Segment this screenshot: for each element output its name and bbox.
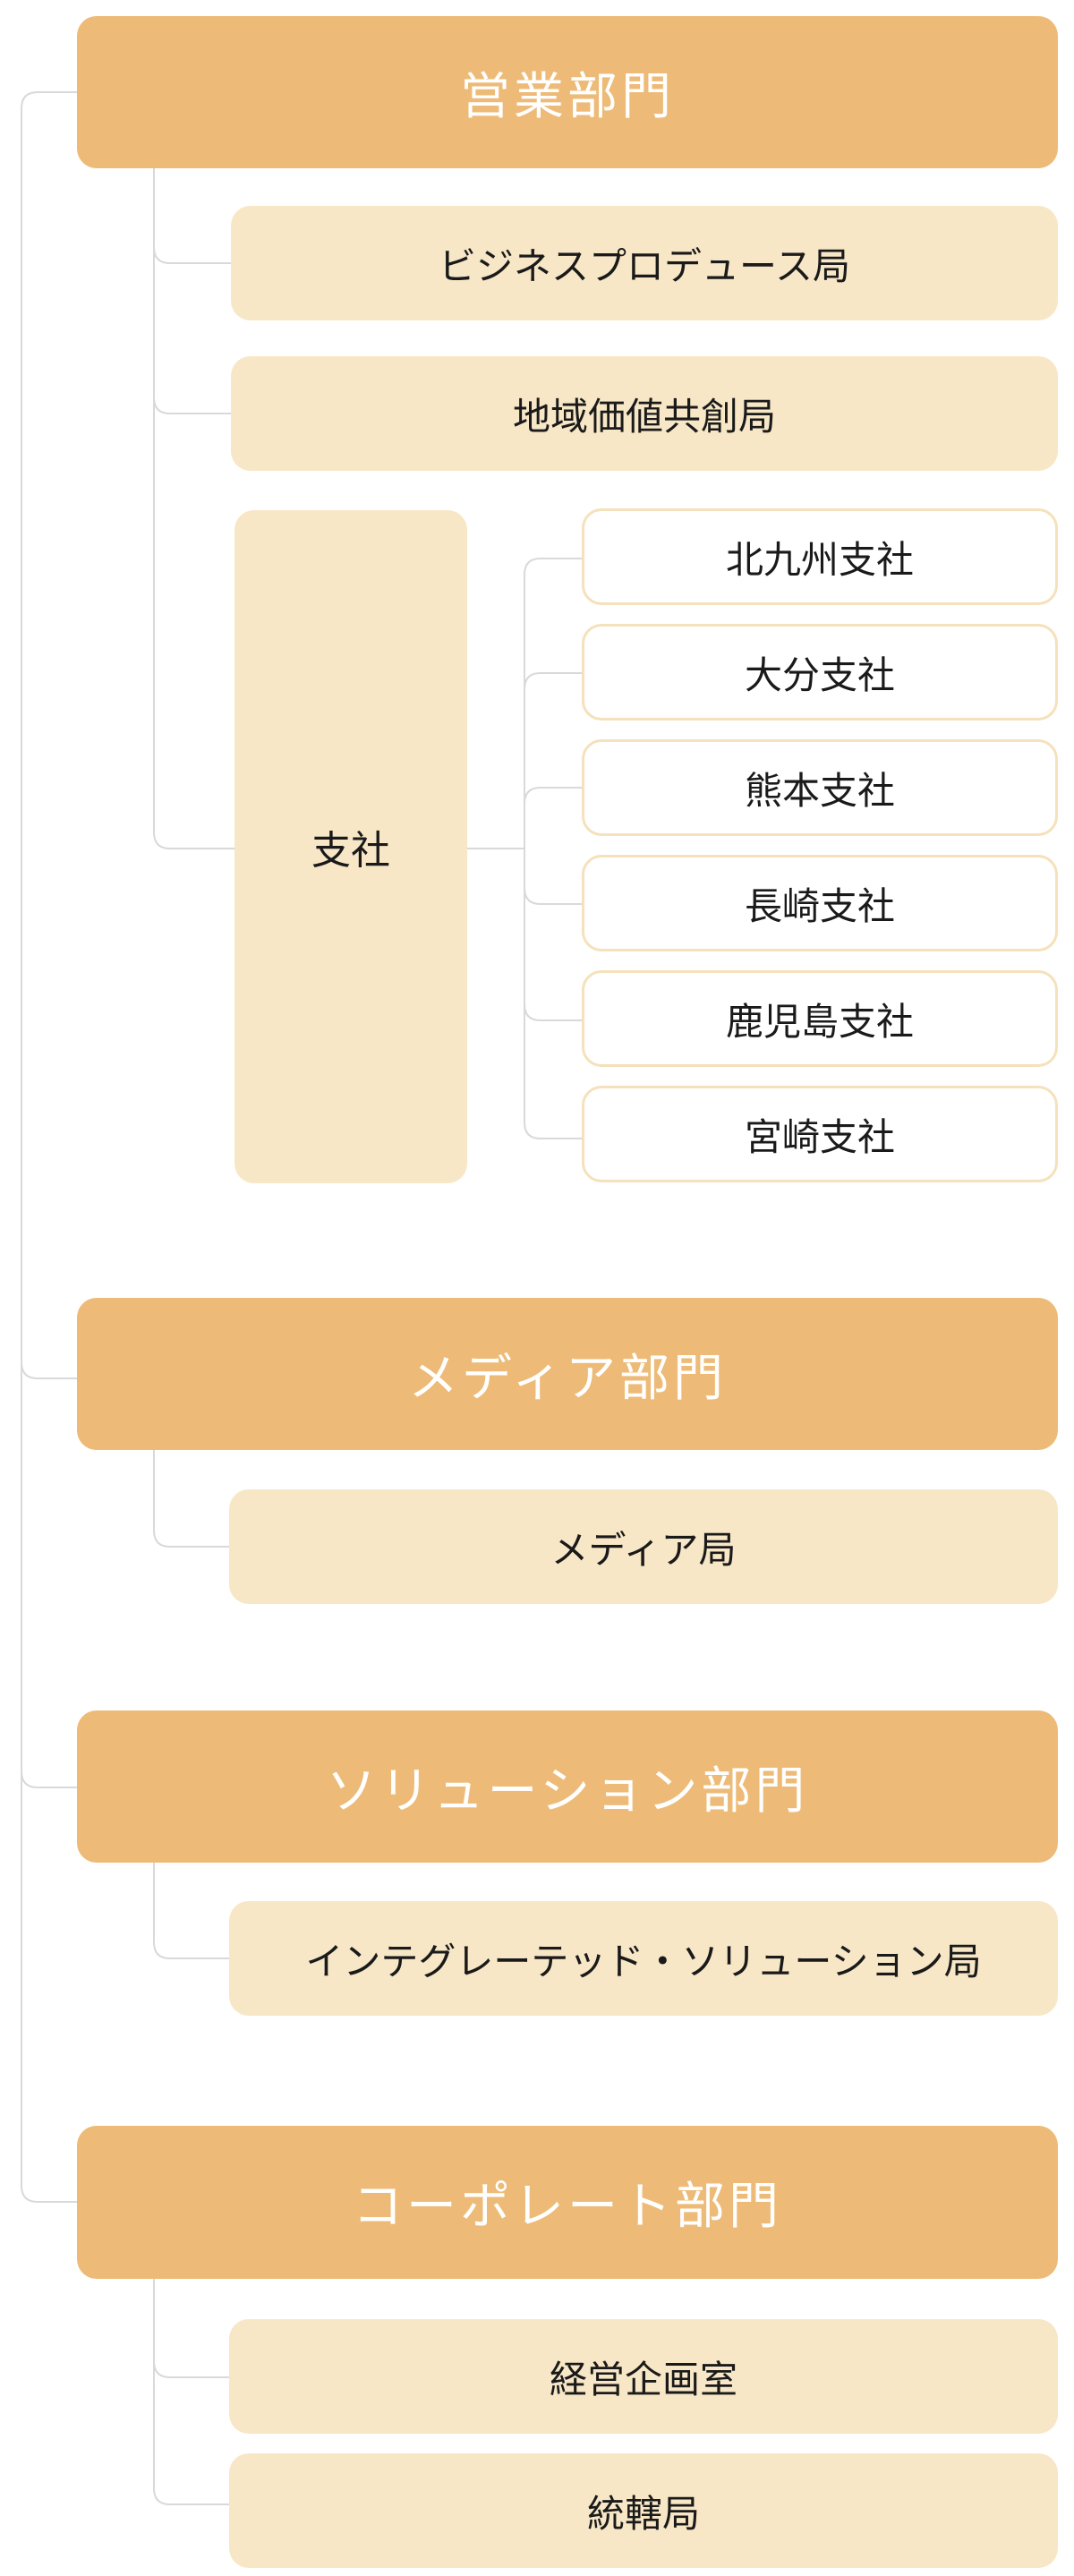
division-solution: ソリューション部門 <box>77 1710 1058 1863</box>
bureau-label: 地域価値共創局 <box>512 394 776 439</box>
branch-label: 長崎支社 <box>744 883 895 928</box>
bureau-box: インテグレーテッド・ソリューション局 <box>229 1901 1058 2016</box>
connector-solution-division <box>21 1770 77 1788</box>
division-corporate: コーポレート部門 <box>77 2126 1058 2279</box>
connector-media-bureau <box>153 1450 229 1548</box>
connector-sales-trunk <box>153 168 234 849</box>
branch-box: 宮崎支社 <box>582 1086 1058 1182</box>
branch-box: 長崎支社 <box>582 855 1058 951</box>
division-media: メディア部門 <box>77 1298 1058 1450</box>
branch-box: 熊本支社 <box>582 739 1058 836</box>
bureau-label: 統轄局 <box>586 2491 700 2536</box>
branch-group-label: 支社 <box>311 828 390 874</box>
branch-label: 大分支社 <box>744 653 895 697</box>
bureau-label: インテグレーテッド・ソリューション局 <box>305 1939 982 1983</box>
connector-main-trunk <box>21 91 77 2203</box>
branch-box: 北九州支社 <box>582 508 1058 605</box>
bureau-label: メディア局 <box>550 1527 737 1572</box>
connector-branch-3 <box>524 787 582 805</box>
bureau-box: 経営企画室 <box>229 2319 1058 2434</box>
branch-group: 支社 <box>234 510 467 1183</box>
division-label: 営業部門 <box>460 67 675 126</box>
branch-label: 鹿児島支社 <box>725 999 914 1044</box>
branch-label: 北九州支社 <box>725 537 914 582</box>
connector-branch-trunk <box>524 558 582 1139</box>
connector-branch-5 <box>524 1003 582 1021</box>
bureau-label: ビジネスプロデュース局 <box>439 243 850 288</box>
branch-box: 大分支社 <box>582 624 1058 721</box>
division-label: ソリューション部門 <box>326 1761 809 1821</box>
branch-label: 宮崎支社 <box>744 1114 895 1159</box>
division-label: コーポレート部門 <box>353 2178 782 2236</box>
connector-branch-4 <box>524 887 582 905</box>
connector-branch-2 <box>524 672 582 690</box>
connector-corporate-bureau-1 <box>153 2360 229 2378</box>
bureau-box: メディア局 <box>229 1489 1058 1604</box>
connector-sales-bureau-1 <box>153 246 231 264</box>
division-sales: 営業部門 <box>77 16 1058 168</box>
connector-solution-bureau <box>153 1862 229 1959</box>
bureau-box: 統轄局 <box>229 2453 1058 2568</box>
branch-box: 鹿児島支社 <box>582 970 1058 1067</box>
bureau-box: 地域価値共創局 <box>231 356 1058 471</box>
branch-label: 熊本支社 <box>744 768 895 813</box>
bureau-box: ビジネスプロデュース局 <box>231 206 1058 320</box>
division-label: メディア部門 <box>407 1349 728 1408</box>
connector-corporate-trunk <box>153 2279 229 2505</box>
connector-media-division <box>21 1361 77 1379</box>
connector-sales-bureau-2 <box>153 397 231 414</box>
bureau-label: 経営企画室 <box>549 2357 737 2401</box>
